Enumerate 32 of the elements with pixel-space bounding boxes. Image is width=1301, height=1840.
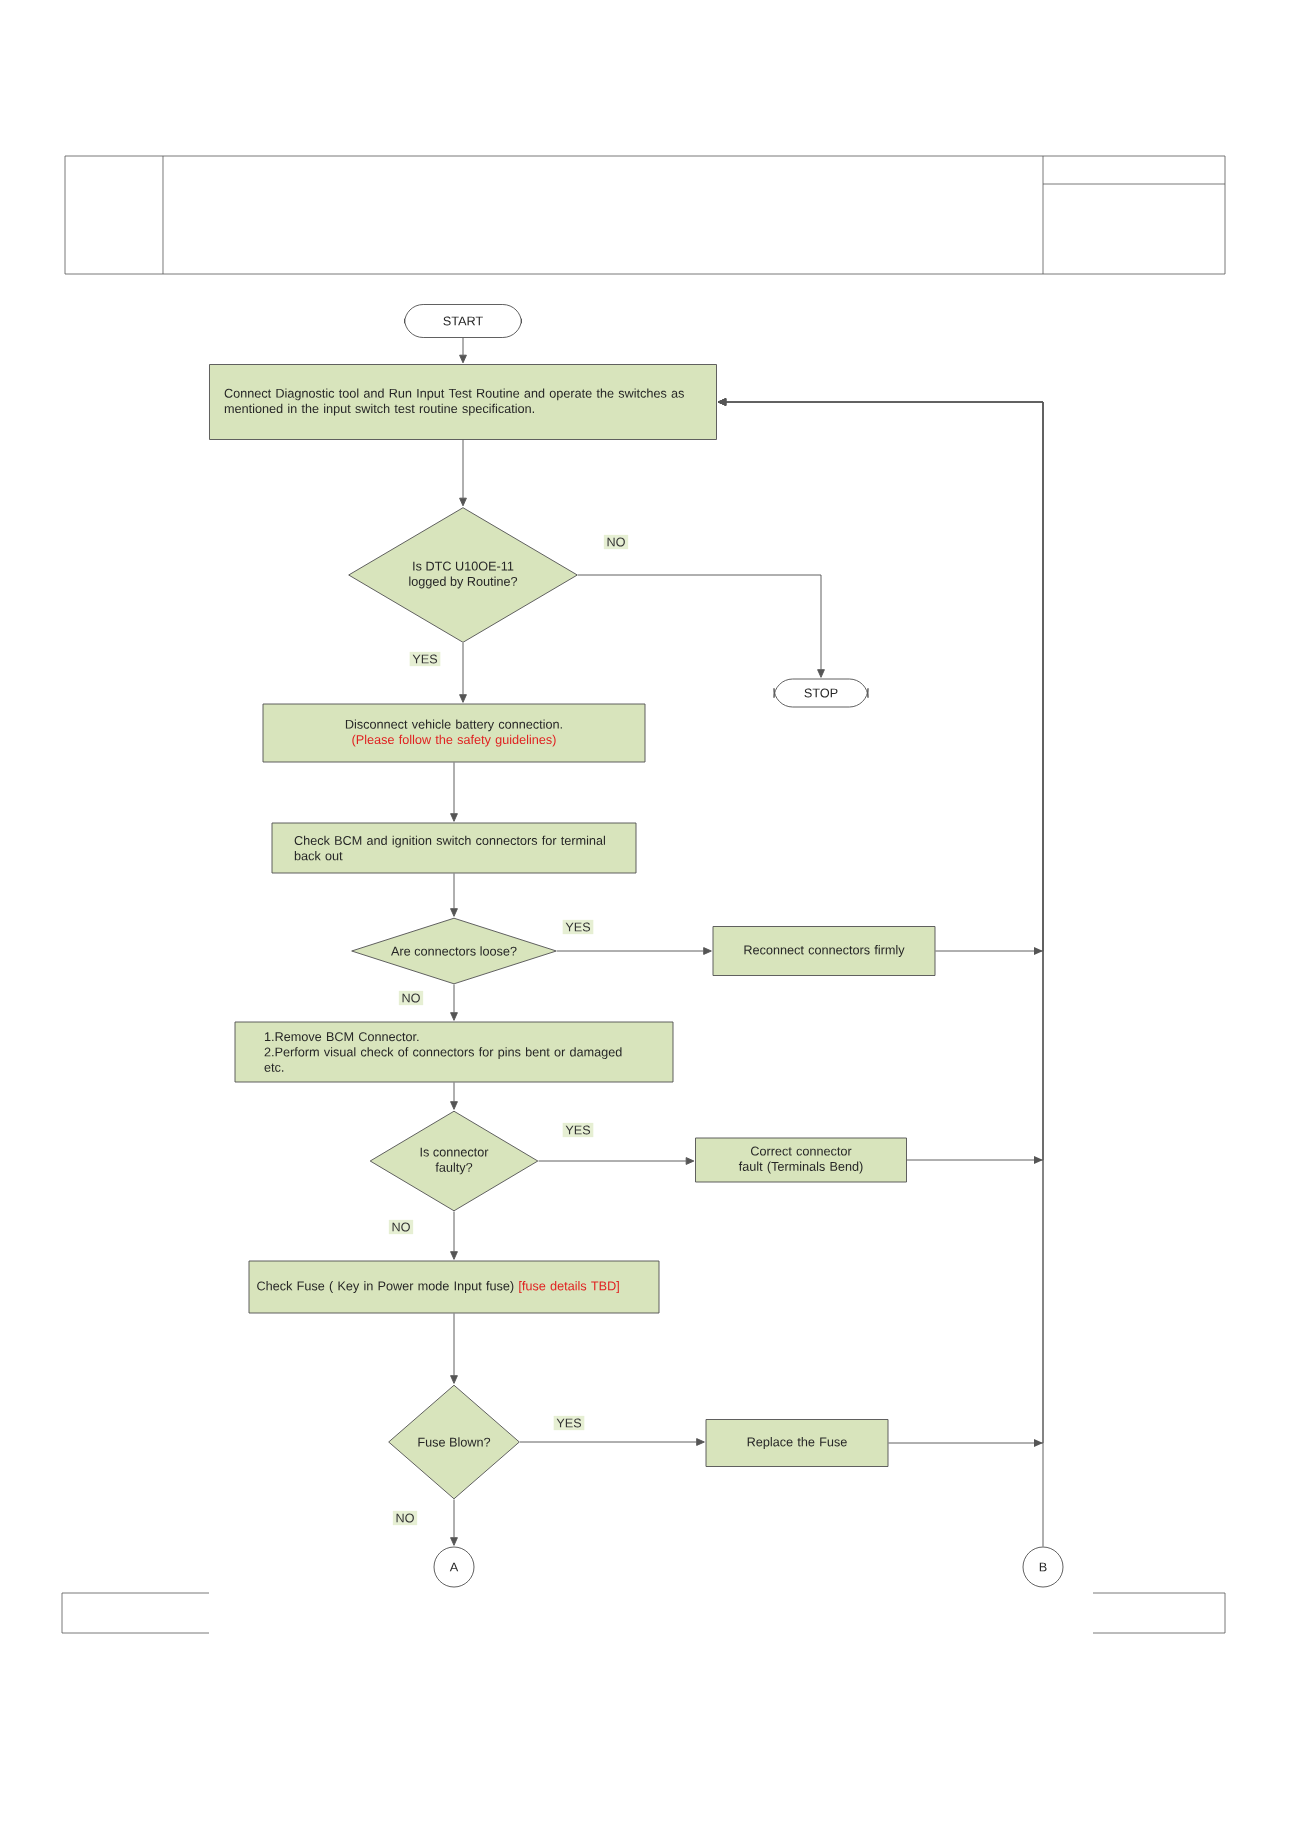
process-box: Disconnect vehicle battery connection. (Please follow the safety guidelines) [262, 703, 646, 763]
edge-label: YES [553, 1415, 585, 1431]
arrow [450, 1313, 458, 1384]
arrow [450, 1082, 458, 1110]
arrow [538, 1157, 695, 1165]
edge-label: NO [398, 990, 424, 1006]
arrow [450, 1499, 458, 1546]
process-box: Replace the Fuse [705, 1419, 889, 1467]
arrow [450, 873, 458, 917]
process-box: Reconnect connectors firmly [712, 926, 936, 976]
arrow [450, 984, 458, 1021]
terminator: START [404, 304, 522, 338]
arrow [519, 1438, 705, 1446]
arrow [577, 574, 825, 678]
edge-label: NO [392, 1510, 418, 1526]
process-box: Connect Diagnostic tool and Run Input Test Routine and operate the switches as mentioned in the input switch test routine specification. [209, 364, 717, 440]
edge-label: YES [562, 1122, 594, 1138]
arrow [459, 642, 467, 703]
process-box: Check Fuse ( Key in Power mode Input fuse) [fuse details TBD] [248, 1260, 660, 1314]
arrow [450, 1211, 458, 1260]
arrow [459, 337, 467, 364]
terminator: STOP [773, 678, 869, 708]
arrow [459, 439, 467, 507]
edge-label: YES [562, 919, 594, 935]
edge-label: NO [388, 1219, 414, 1235]
process-box: Correct connector fault (Terminals Bend) [695, 1137, 907, 1183]
process-box: 1.Remove BCM Connector. 2.Perform visual check of connectors for pins bent or damaged etc. [234, 1021, 674, 1083]
arrow [450, 762, 458, 822]
arrow [556, 947, 712, 955]
edge-label: NO [603, 534, 629, 550]
edge-label: YES [409, 651, 441, 667]
process-box: Check BCM and ignition switch connectors for terminal back out [271, 822, 637, 874]
